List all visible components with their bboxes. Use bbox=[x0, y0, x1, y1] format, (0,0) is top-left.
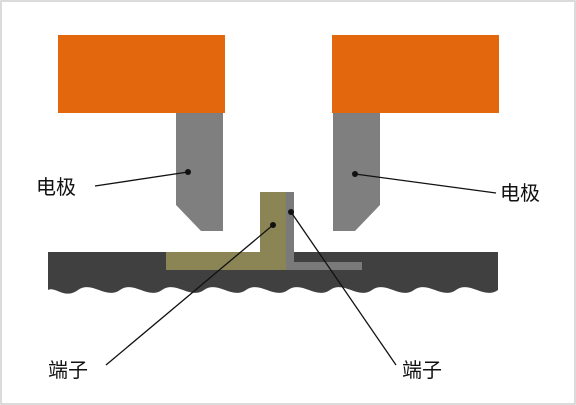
base-workpiece bbox=[48, 252, 498, 294]
terminal-right-label: 端子 bbox=[402, 358, 442, 382]
leader-line-electrode-left bbox=[94, 171, 189, 187]
leader-dot-terminal-right bbox=[288, 209, 294, 215]
left-electrode-tip bbox=[176, 113, 223, 231]
leader-dot-terminal-left bbox=[270, 222, 276, 228]
right-electrode-holder bbox=[332, 35, 499, 113]
leader-dot-electrode-left bbox=[185, 169, 191, 175]
leader-line-terminal-left bbox=[105, 224, 274, 366]
left-terminal bbox=[166, 192, 286, 270]
electrode-left-label: 电极 bbox=[36, 175, 76, 199]
electrode-right-label: 电极 bbox=[500, 181, 540, 205]
left-electrode-holder bbox=[58, 35, 225, 113]
leader-dot-electrode-right bbox=[352, 171, 358, 177]
right-terminal bbox=[286, 192, 362, 270]
leader-line-terminal-right bbox=[290, 211, 397, 366]
leader-line-electrode-right bbox=[354, 173, 497, 194]
terminal-left-label: 端子 bbox=[48, 358, 88, 382]
